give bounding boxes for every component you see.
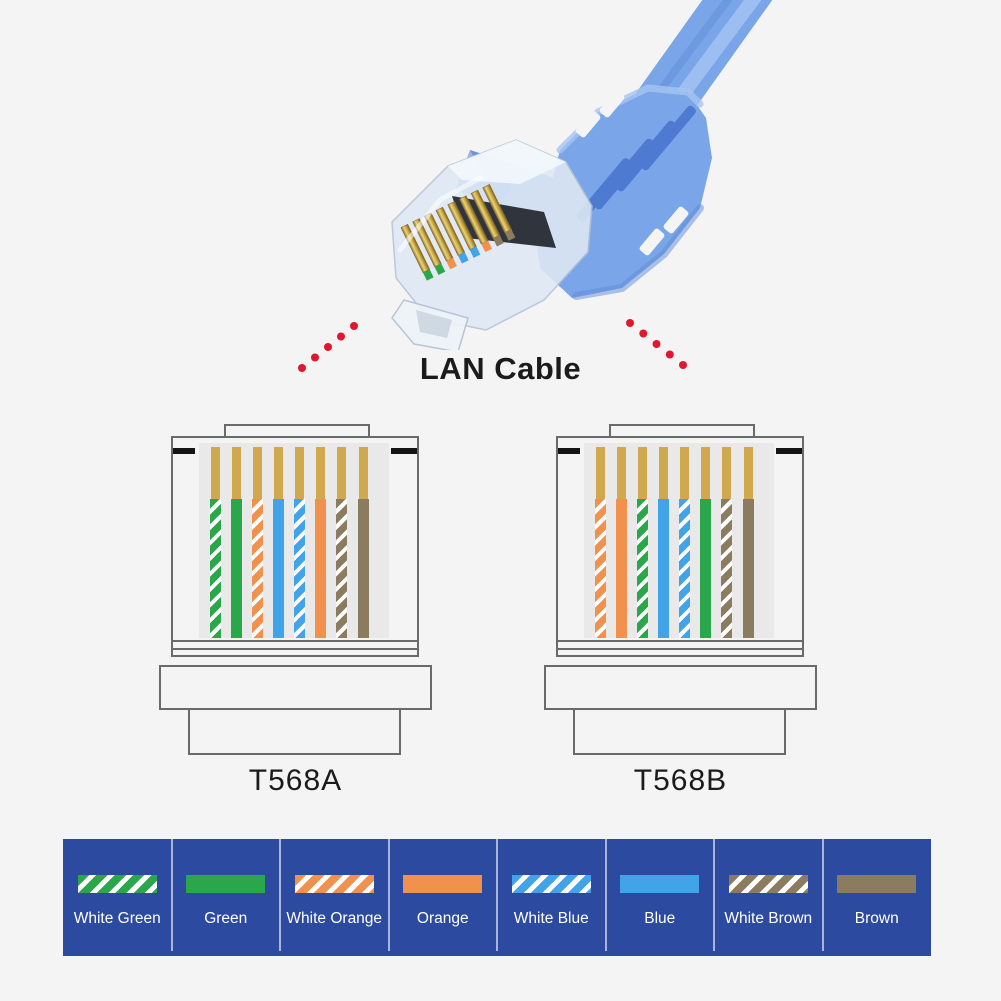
left-black-bar <box>558 448 580 454</box>
pin-7 <box>722 447 732 500</box>
pin-3 <box>253 447 262 500</box>
wire-white-brown <box>336 499 348 638</box>
page-title: LAN Cable <box>419 351 582 386</box>
pins-and-wires <box>173 438 417 655</box>
pin-3 <box>638 447 647 500</box>
connector-boot <box>188 708 401 755</box>
right-black-bar <box>391 448 417 454</box>
legend-label: White Green <box>73 910 161 927</box>
wire-color-legend: White Green Green White Orange Orange White … <box>63 839 931 956</box>
wire-white-orange <box>594 499 606 638</box>
wire-brown <box>357 499 369 638</box>
body-seam-line <box>558 648 802 650</box>
pin-5 <box>680 447 690 500</box>
legend-label: White Blue <box>513 910 589 927</box>
wire-orange <box>315 499 327 638</box>
left-black-bar <box>173 448 195 454</box>
legend-label: Brown <box>854 910 899 927</box>
legend-label: Blue <box>644 910 676 927</box>
legend-label: Green <box>204 910 248 927</box>
pin-8 <box>358 447 368 500</box>
pin-8 <box>743 447 753 500</box>
legend-swatch-white-brown <box>728 875 808 893</box>
pin-2 <box>616 447 626 500</box>
pin-5 <box>295 447 305 500</box>
legend-label: Orange <box>416 910 469 927</box>
legend-item-white-orange: White Orange <box>280 839 389 956</box>
pin-4 <box>659 447 669 500</box>
body-seam-line <box>173 648 417 650</box>
legend-swatch-white-blue <box>511 875 591 893</box>
connector-body <box>556 436 804 657</box>
connector-diagram-t568b: T568B <box>544 424 817 824</box>
pin-1 <box>210 447 220 500</box>
standard-label-t568b: T568B <box>633 764 728 797</box>
wire-green <box>230 499 242 638</box>
wire-blue <box>658 499 670 638</box>
legend-label: White Orange <box>286 910 383 927</box>
connector-collar <box>544 665 817 710</box>
legend-item-white-blue: White Blue <box>497 839 606 956</box>
legend-swatch-white-orange <box>294 875 374 893</box>
pins-and-wires <box>558 438 802 655</box>
wire-brown <box>742 499 754 638</box>
wire-white-brown <box>721 499 733 638</box>
wire-white-green <box>209 499 221 638</box>
rj45-plug-photo <box>391 0 773 350</box>
legend-item-white-green: White Green <box>63 839 172 956</box>
legend-label: White Brown <box>724 910 813 927</box>
wire-white-blue <box>294 499 306 638</box>
right-black-bar <box>776 448 802 454</box>
legend-item-green: Green <box>172 839 281 956</box>
wire-green <box>700 499 712 638</box>
legend-item-white-brown: White Brown <box>714 839 823 956</box>
pin-6 <box>701 447 711 500</box>
wire-white-orange <box>252 499 263 638</box>
legend-swatch-white-green <box>77 875 157 893</box>
standard-label-t568a: T568A <box>248 764 343 797</box>
legend-swatch-orange <box>403 875 483 893</box>
legend-item-blue: Blue <box>606 839 715 956</box>
pin-2 <box>231 447 241 500</box>
crystal-connector-head <box>391 139 593 350</box>
legend-swatch-green <box>186 875 266 893</box>
legend-swatch-brown <box>837 875 917 893</box>
connector-body <box>171 436 419 657</box>
legend-item-orange: Orange <box>389 839 498 956</box>
wire-window <box>584 443 774 638</box>
pin-4 <box>274 447 284 500</box>
wire-white-blue <box>679 499 691 638</box>
pin-7 <box>337 447 347 500</box>
pin-6 <box>316 447 326 500</box>
connector-diagram-t568a: T568A <box>159 424 432 824</box>
connector-collar <box>159 665 432 710</box>
body-seam-line <box>558 640 802 642</box>
legend-swatch-blue <box>620 875 700 893</box>
legend-item-brown: Brown <box>823 839 932 956</box>
wire-window <box>199 443 389 638</box>
wire-blue <box>273 499 285 638</box>
connector-boot <box>573 708 786 755</box>
gold-pins <box>400 184 516 281</box>
pin-1 <box>595 447 605 500</box>
body-seam-line <box>173 640 417 642</box>
wire-white-green <box>637 499 648 638</box>
wire-orange <box>615 499 627 638</box>
